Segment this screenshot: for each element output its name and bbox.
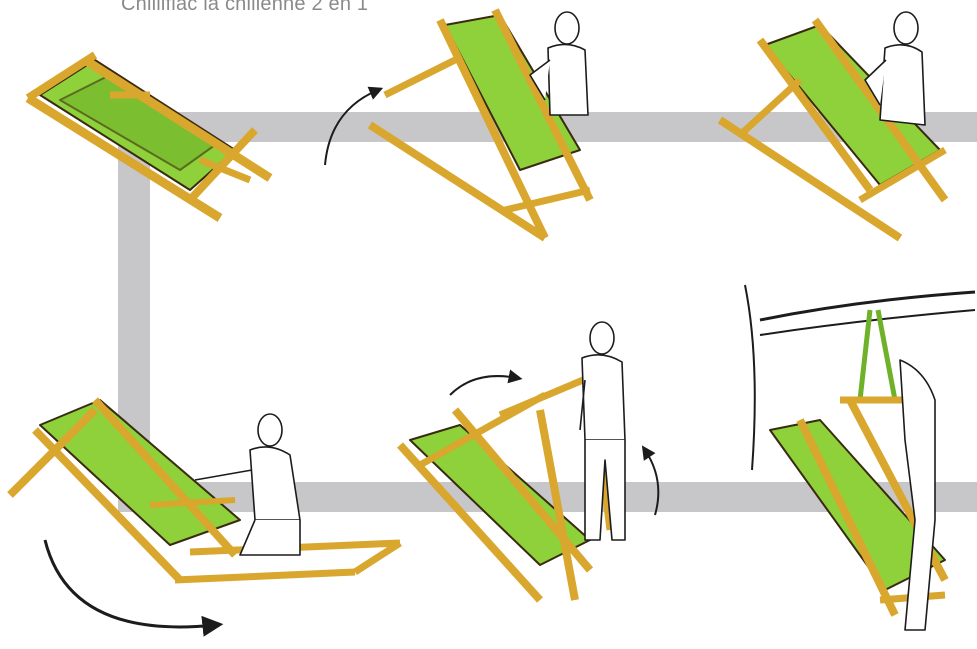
curved-arrow-icon [450, 376, 517, 395]
curved-arrow-icon [45, 540, 215, 627]
deckchair-seated-person-icon [720, 12, 945, 238]
deckchair-standing-person-icon [400, 322, 625, 600]
hanging-chair-branch-icon [745, 285, 975, 630]
